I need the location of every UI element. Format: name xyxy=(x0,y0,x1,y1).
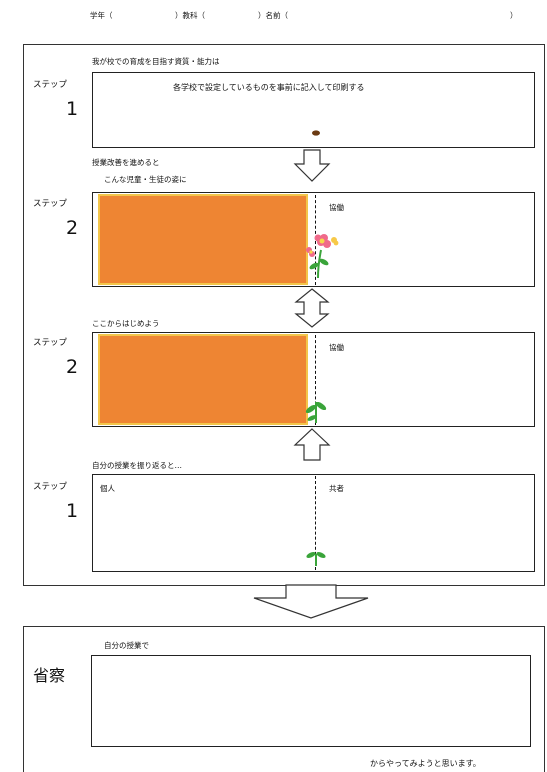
flower-icon xyxy=(306,234,339,279)
goal-box xyxy=(92,72,535,148)
collab-label: 協働 xyxy=(329,343,344,352)
step-label: ステップ xyxy=(33,338,68,348)
goal-intro: 我が校での育成を目指す資質・能力は xyxy=(92,57,220,66)
step-label: ステップ xyxy=(33,482,68,492)
divider-line xyxy=(315,335,316,425)
reflection-closing: からやってみようと思います。 xyxy=(370,759,481,768)
step-label: ステップ xyxy=(33,199,68,209)
step-number: 2 xyxy=(66,356,79,378)
caption-reflect: 自分の授業を振り返ると… xyxy=(92,461,182,470)
grade-label: 学年（ xyxy=(90,11,113,20)
step-label: ステップ xyxy=(33,80,68,90)
caption-start-here: ここからはじめよう xyxy=(92,319,160,328)
start-area xyxy=(98,334,308,425)
caption-after-improve: 授業改善を進めると xyxy=(92,158,160,167)
close-paren: ） xyxy=(510,11,518,20)
sprout-icon xyxy=(305,401,327,424)
arrow-up-icon xyxy=(293,428,331,461)
reflection-lead: 自分の授業で xyxy=(104,641,149,650)
individual-label: 個人 xyxy=(100,484,115,493)
together-label: 共者 xyxy=(329,484,344,493)
big-arrow-down-icon xyxy=(253,584,369,619)
steps-frame xyxy=(23,44,545,586)
goal-placeholder: 各学校で設定しているものを事前に記入して印刷する xyxy=(173,83,365,92)
caption-ideal-students: こんな児童・生徒の姿に xyxy=(104,175,187,184)
arrow-down-icon xyxy=(293,149,331,182)
reflection-frame xyxy=(23,626,545,772)
step-number: 1 xyxy=(66,98,79,120)
reflection-input-box[interactable] xyxy=(91,655,531,747)
name-label: ）名前（ xyxy=(258,11,288,20)
ideal-area xyxy=(98,194,308,285)
collab-label: 協働 xyxy=(329,203,344,212)
divider-line xyxy=(315,476,316,570)
seed-icon xyxy=(312,130,320,136)
step-number: 1 xyxy=(66,500,79,522)
reflection-title: 省察 xyxy=(33,666,66,685)
subject-label: ）教科（ xyxy=(175,11,205,20)
student-info-header: 学年（ ）教科（ ）名前（ ） xyxy=(0,6,547,22)
double-arrow-icon xyxy=(294,288,330,328)
step-number: 2 xyxy=(66,217,79,239)
seedling-icon xyxy=(306,551,326,567)
